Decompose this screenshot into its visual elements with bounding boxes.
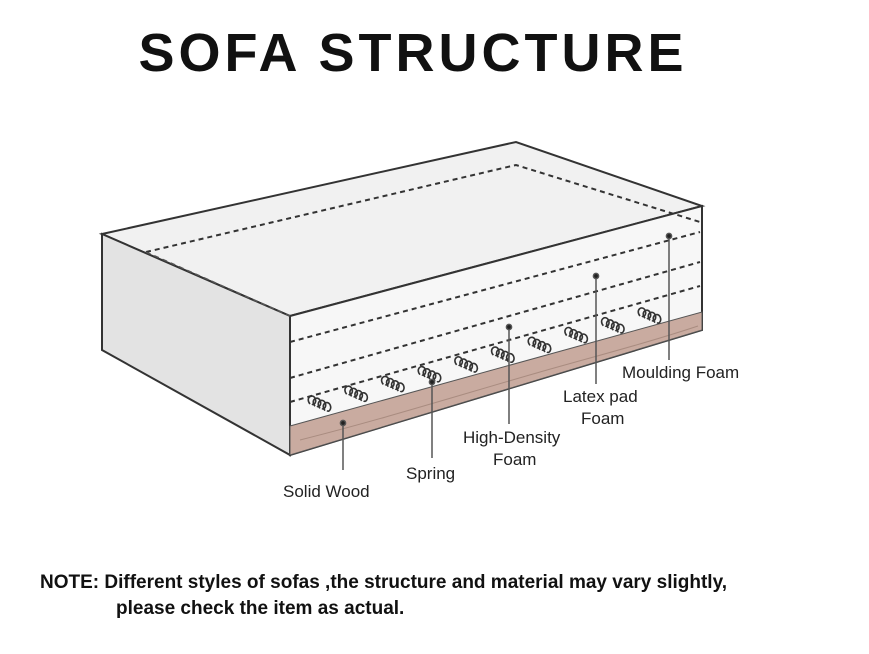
wood-grain: [299, 325, 699, 441]
spring-coil: [490, 346, 515, 363]
spring-coil: [380, 375, 405, 393]
spring-coil: [307, 395, 332, 412]
spring-coil: [600, 316, 625, 334]
solid-wood-layer: [289, 311, 703, 456]
label-latex-pad-line1: Latex pad: [563, 387, 638, 406]
label-spring: Spring: [406, 464, 455, 483]
note-line2: please check the item as actual.: [116, 598, 405, 619]
label-high-density-line2: Foam: [493, 450, 536, 469]
layer-line-latex: [289, 261, 701, 379]
label-high-density-line1: High-Density: [463, 428, 561, 447]
layer-line-high-density: [289, 285, 701, 403]
spring-coil: [454, 356, 479, 373]
layer-line-moulding: [289, 231, 701, 343]
label-latex-pad-line2: Foam: [581, 409, 624, 428]
layer-lines: [289, 231, 701, 403]
spring-coil: [527, 336, 552, 354]
spring-coil: [637, 307, 662, 324]
leader-lines: [339, 232, 673, 470]
spring-coil: [344, 385, 369, 403]
spring-coil: [417, 365, 442, 383]
label-solid-wood: Solid Wood: [283, 482, 370, 501]
note-text: NOTE: Different styles of sofas ,the str…: [40, 570, 840, 622]
spring-coil: [564, 326, 589, 344]
label-moulding-foam: Moulding Foam: [622, 363, 739, 382]
top-inner-dashed: [145, 163, 701, 253]
springs-group: [307, 307, 662, 412]
note-line1: Different styles of sofas ,the structure…: [104, 572, 728, 593]
note-prefix: NOTE:: [40, 572, 100, 593]
page-title: SOFA STRUCTURE: [138, 23, 688, 83]
